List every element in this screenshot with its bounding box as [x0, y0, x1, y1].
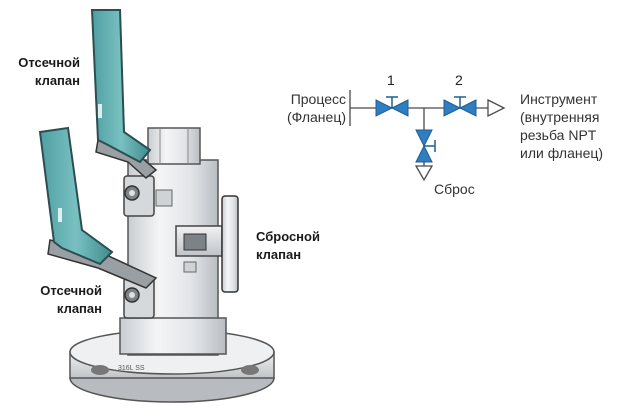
upper-shutoff-label: Отсечной клапан [18, 55, 80, 88]
valve-2-number: 2 [455, 72, 463, 88]
drain-valve-label: Сбросной клапан [256, 229, 320, 262]
body-marking-text: 316L SS [118, 365, 145, 372]
instrument-label-line4: или фланец) [520, 145, 604, 161]
drain-label: Сброс [434, 181, 475, 197]
lower-shutoff-label: Отсечной клапан [40, 283, 102, 316]
flange-base [69, 329, 275, 403]
process-label: Процесс (Фланец) [266, 90, 346, 126]
drain-valve-icon [415, 129, 436, 163]
instrument-label-line3: резьба NPT [520, 127, 597, 143]
instrument-arrow-icon [487, 98, 506, 118]
instrument-label-line2: (внутренняя [520, 109, 600, 125]
process-flow-schematic [349, 90, 488, 166]
drain-handle [175, 195, 239, 293]
process-label-line1: Процесс [290, 91, 346, 107]
valve-1-icon [375, 96, 409, 117]
instrument-label: Инструмент (внутренняя резьба NPT или фл… [520, 90, 620, 162]
valve-1-number: 1 [387, 72, 395, 88]
lower-shutoff-handle [38, 126, 158, 319]
drain-arrow-icon [414, 165, 434, 182]
process-label-line2: (Фланец) [287, 109, 346, 125]
upper-shutoff-handle [90, 9, 158, 217]
instrument-label-line1: Инструмент [520, 91, 598, 107]
valve-2-icon [443, 96, 477, 117]
